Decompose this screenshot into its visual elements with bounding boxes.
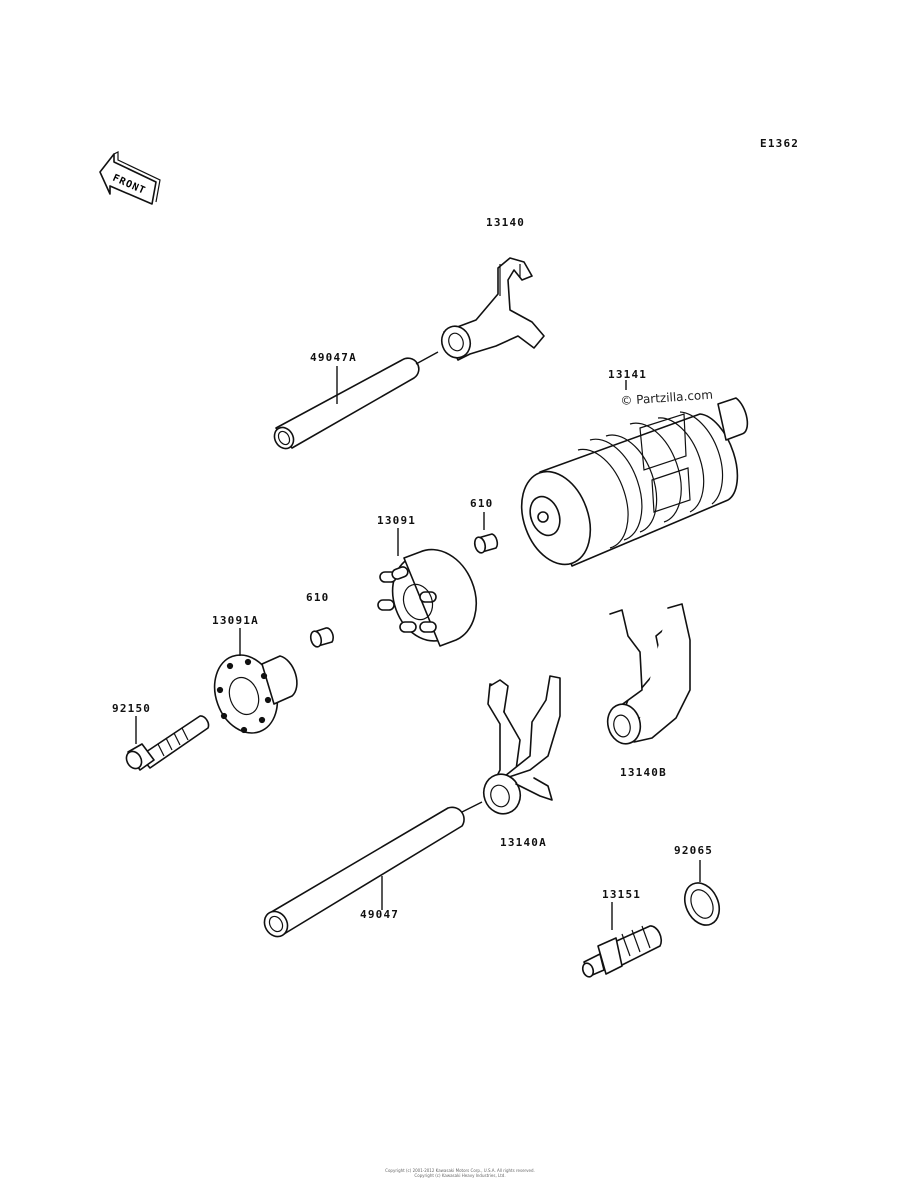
callout-610-lower: 610 xyxy=(306,591,330,604)
copyright-line-1: Copyright (c) 2001-2012 Kawasaki Motors … xyxy=(385,1168,535,1173)
callout-13140A: 13140A xyxy=(500,836,547,849)
callout-13140: 13140 xyxy=(486,216,526,229)
shift-drum-13141 xyxy=(520,380,749,567)
callout-13140B: 13140B xyxy=(620,766,667,779)
callout-92150: 92150 xyxy=(112,702,152,715)
pin-610-lower xyxy=(309,627,334,648)
pin-610-upper xyxy=(473,512,499,554)
callout-49047: 49047 xyxy=(360,908,400,921)
diagram-code: E1362 xyxy=(760,137,800,150)
shift-fork-13140B xyxy=(606,603,691,745)
shaft-49047 xyxy=(263,801,483,938)
shaft-49047A xyxy=(273,357,420,450)
shift-drum-holder-13091A xyxy=(213,628,298,734)
washer-92065 xyxy=(683,860,721,926)
copyright-line-2: Copyright (c) Kawasaki Heavy Industries,… xyxy=(414,1173,506,1178)
callout-13091A: 13091A xyxy=(212,614,259,627)
callout-13151: 13151 xyxy=(602,888,642,901)
bolt-92150 xyxy=(125,715,210,771)
shift-drum-pin-plate-13091 xyxy=(377,528,477,647)
callout-610-upper: 610 xyxy=(470,497,494,510)
callout-49047A: 49047A xyxy=(310,351,357,364)
copyright-notice: Copyright (c) 2001-2012 Kawasaki Motors … xyxy=(330,1168,590,1178)
callout-13141: 13141 xyxy=(608,368,648,381)
shift-fork-13140 xyxy=(440,257,545,361)
front-arrow-icon: FRONT xyxy=(99,151,161,205)
shift-fork-13140A xyxy=(482,675,561,815)
callout-13091: 13091 xyxy=(377,514,417,527)
callout-92065: 92065 xyxy=(674,844,714,857)
neutral-switch-13151 xyxy=(581,902,663,978)
